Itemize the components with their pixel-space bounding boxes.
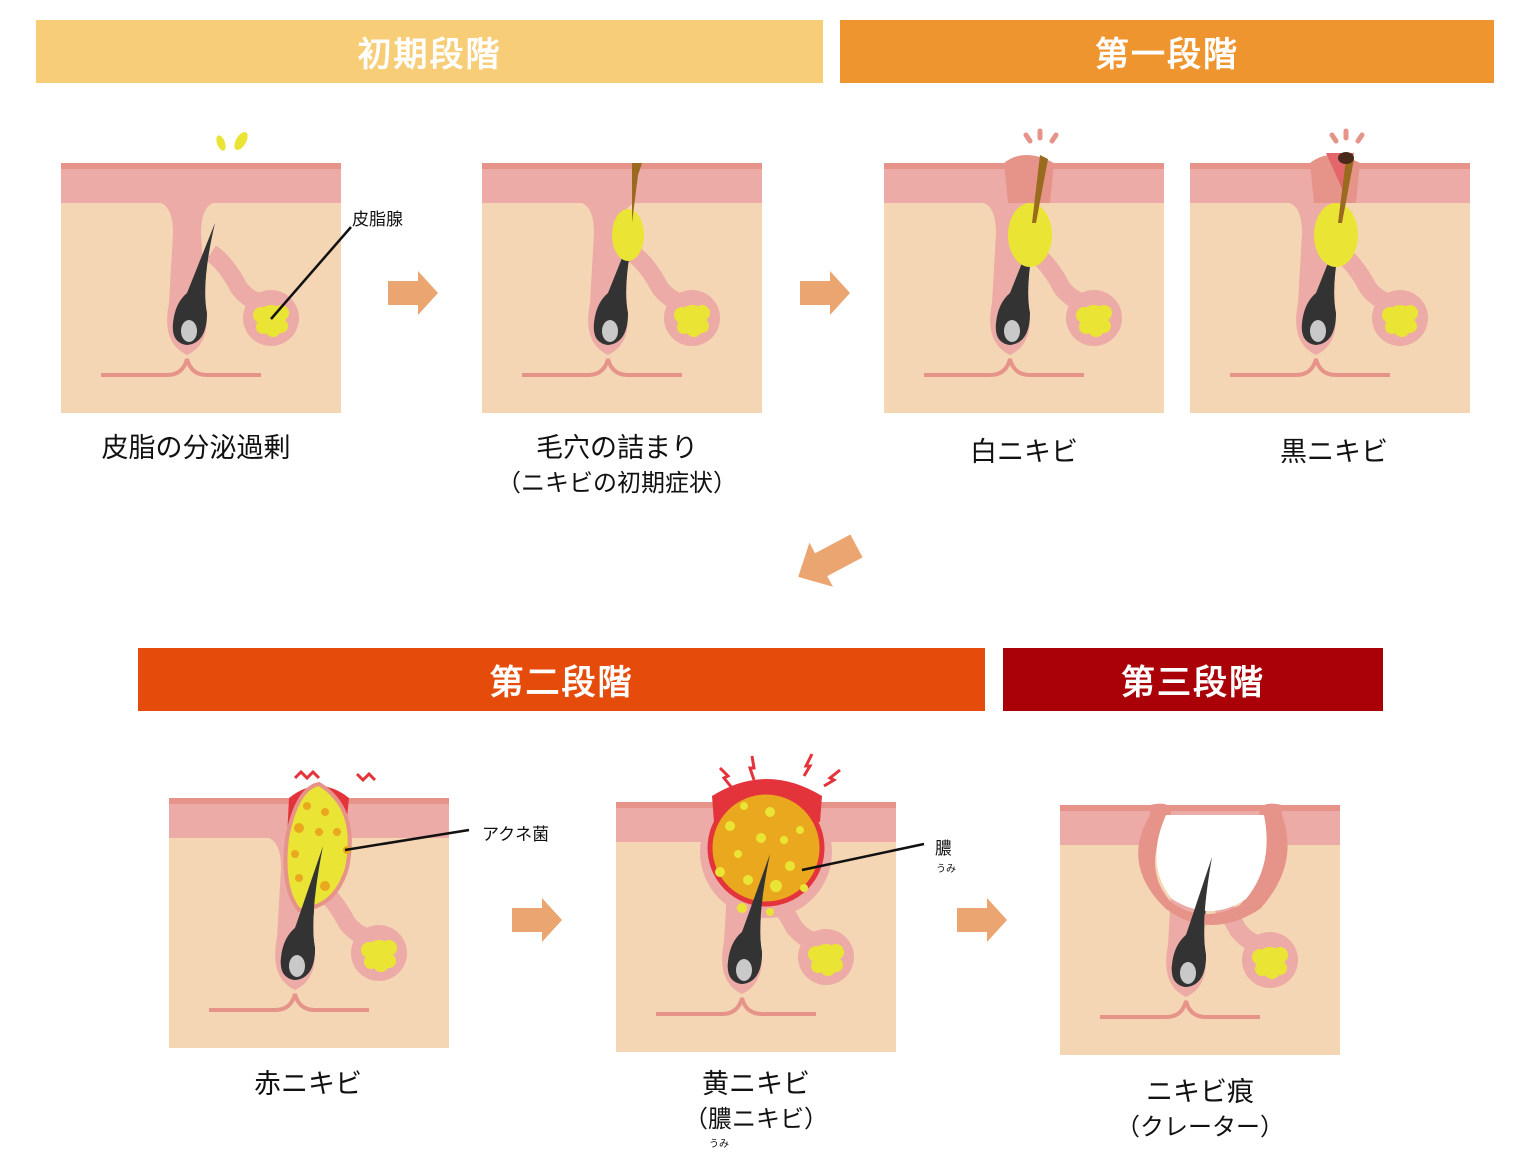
- panel-title-excess-sebum: 皮脂の分泌過剰: [101, 433, 291, 464]
- pain-lightning-icon: [718, 753, 841, 789]
- stage-banner-first-label: 第一段階: [1095, 35, 1239, 75]
- callout-line: [270, 226, 352, 320]
- panel-yellow-pimple: [614, 753, 925, 1054]
- stage-banner-initial: 初期段階: [36, 20, 823, 83]
- stage-banner-initial-label: 初期段階: [357, 35, 502, 75]
- panel-title-acne-scar: ニキビ痕: [1146, 1077, 1254, 1108]
- panel-title-clogged-pore: 毛穴の詰まり: [536, 433, 698, 464]
- panel-red-pimple: [167, 769, 470, 1050]
- skin-diagram-acne-scar: [1058, 803, 1342, 1057]
- callout-sebaceous-gland: 皮脂腺: [352, 210, 403, 230]
- arrow-right-icon: [388, 271, 438, 315]
- panel-subtitle-acne-scar: （クレーター）: [1116, 1113, 1284, 1141]
- skin-diagram-excess-sebum: [59, 131, 352, 415]
- panel-clogged-pore: [480, 161, 764, 415]
- callout-pus: 膿: [935, 839, 952, 859]
- stage-banner-third-label: 第三段階: [1121, 663, 1265, 703]
- sebum-drop-icon: [234, 131, 248, 151]
- irritation-marks-icon: [1329, 128, 1365, 144]
- skin-diagram-clogged-pore: [480, 161, 764, 415]
- callout-acne-bacteria: アクネ菌: [482, 825, 550, 845]
- panel-title-blackhead: 黒ニキビ: [1280, 437, 1388, 468]
- skin-diagram-whitehead: [882, 128, 1166, 415]
- panel-blackhead: [1188, 128, 1472, 415]
- crater-icon: [1156, 815, 1267, 911]
- panel-subtitle-yellow-pimple-ruby: うみ: [709, 1139, 729, 1150]
- panel-acne-scar: [1058, 803, 1342, 1057]
- skin-diagram-red-pimple: [167, 769, 470, 1050]
- stage-banner-third: 第三段階: [1003, 648, 1383, 711]
- irritation-marks-icon: [1023, 128, 1059, 144]
- panel-title-yellow-pimple: 黄ニキビ: [702, 1069, 810, 1100]
- blackhead-plug-icon: [1338, 152, 1354, 164]
- skin-diagram-yellow-pimple: [614, 753, 925, 1054]
- sebum-drop-icon: [216, 135, 226, 151]
- arrow-right-icon: [512, 898, 562, 942]
- skin-diagram-blackhead: [1188, 128, 1472, 415]
- callout-line: [344, 828, 470, 852]
- panel-excess-sebum: [59, 131, 352, 415]
- panel-subtitle-yellow-pimple: （膿ニキビ）: [684, 1105, 828, 1133]
- arrow-right-icon: [957, 898, 1007, 942]
- panel-whitehead: [882, 128, 1166, 415]
- stage-banner-second: 第二段階: [138, 648, 985, 711]
- arrow-right-icon: [800, 271, 850, 315]
- arrow-down-left-icon: [798, 534, 863, 587]
- panel-title-red-pimple: 赤ニキビ: [254, 1069, 362, 1100]
- panel-title-whitehead: 白ニキビ: [970, 437, 1078, 468]
- callout-pus-ruby: うみ: [936, 864, 956, 875]
- panel-subtitle-clogged-pore: （ニキビの初期症状）: [497, 469, 737, 497]
- callout-line: [801, 842, 925, 872]
- heat-wave-icon: [293, 769, 377, 783]
- stage-banner-first: 第一段階: [840, 20, 1494, 83]
- stage-banner-second-label: 第二段階: [489, 663, 634, 703]
